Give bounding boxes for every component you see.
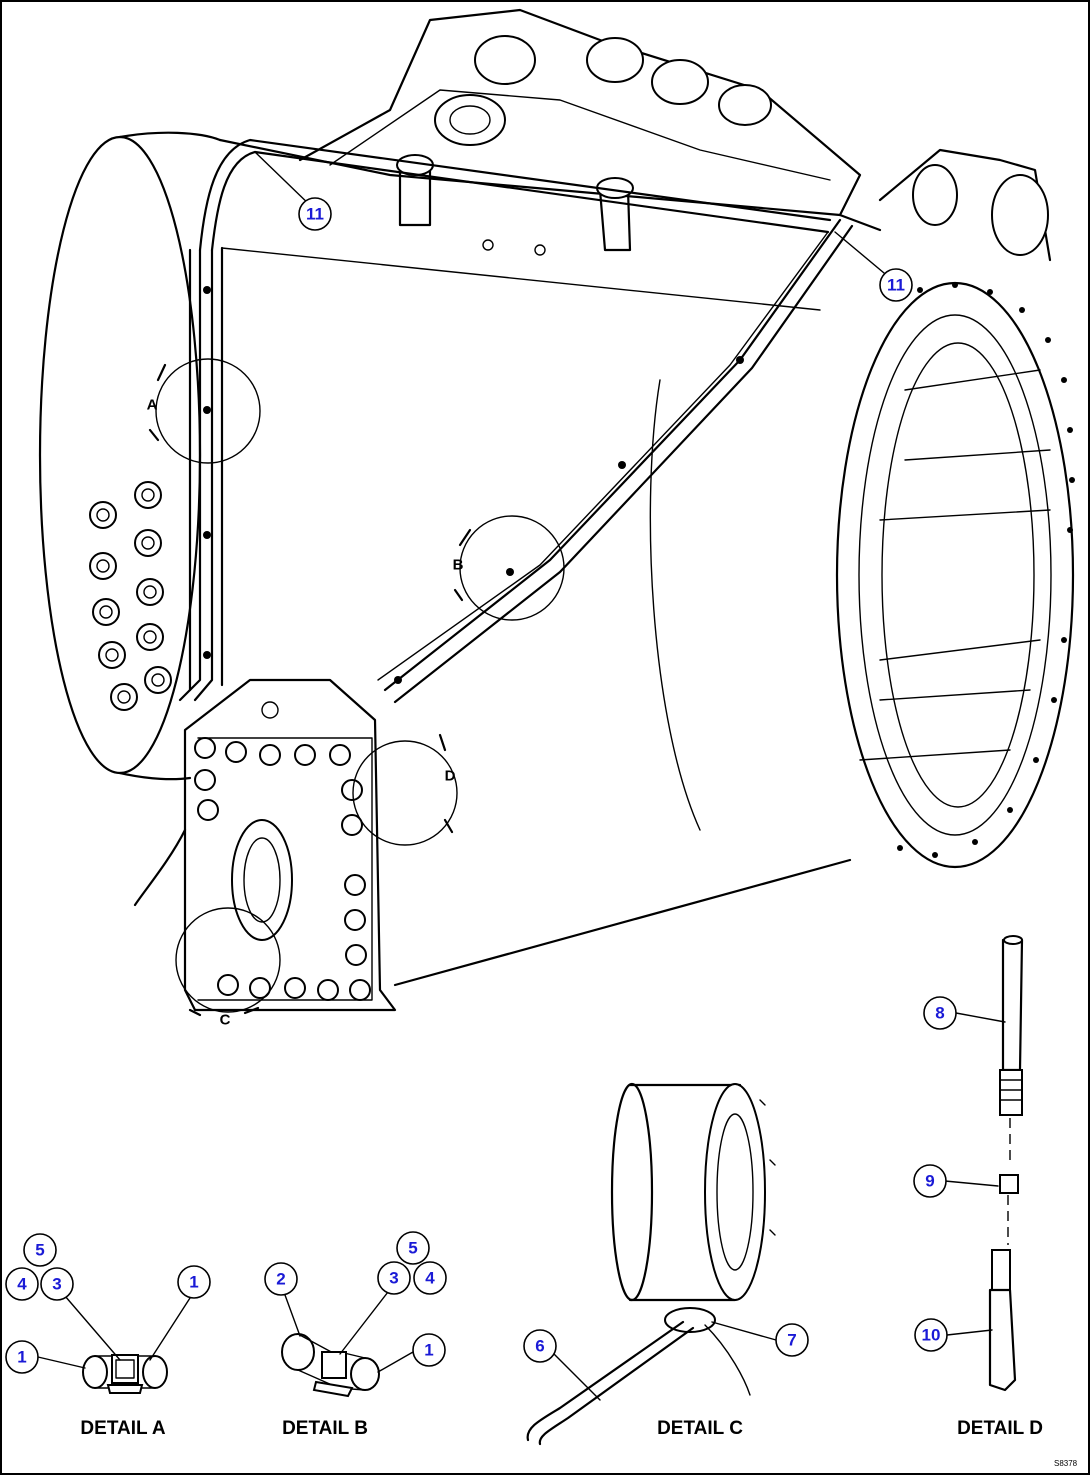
- callout-3-detail-b: 3: [339, 1261, 411, 1355]
- rim-bolt-holes: [897, 282, 1075, 858]
- callout-2-detail-b: 2: [264, 1262, 301, 1337]
- detail-marker-c: C: [175, 907, 281, 1029]
- callout-7: 7: [711, 1321, 809, 1357]
- callout-1-detail-a-left: 1: [5, 1340, 86, 1374]
- svg-text:1: 1: [424, 1341, 433, 1360]
- callout-8: 8: [923, 996, 1006, 1030]
- main-housing: [38, 8, 1075, 987]
- detail-marker-c-label: C: [220, 1012, 231, 1029]
- svg-text:4: 4: [425, 1269, 435, 1288]
- detail-d-drawing: [988, 935, 1024, 1392]
- figure-reference: S8378: [1054, 1459, 1078, 1468]
- svg-text:6: 6: [535, 1337, 544, 1356]
- detail-marker-b: B: [453, 515, 565, 621]
- svg-text:1: 1: [17, 1348, 26, 1367]
- detail-d-caption: DETAIL D: [957, 1418, 1043, 1439]
- detail-marker-d-label: D: [445, 768, 456, 785]
- callout-5-detail-a: 5: [23, 1233, 57, 1267]
- detail-c-drawing: [526, 1082, 776, 1446]
- svg-text:4: 4: [17, 1275, 27, 1294]
- svg-text:7: 7: [787, 1331, 796, 1350]
- detail-b-drawing: [281, 1333, 380, 1398]
- callout-1-detail-b: 1: [377, 1333, 446, 1373]
- detail-marker-a-label: A: [147, 397, 158, 414]
- left-cylinder-end: [38, 135, 202, 775]
- callout-9: 9: [913, 1164, 999, 1198]
- svg-text:5: 5: [35, 1241, 44, 1260]
- callout-10: 10: [914, 1318, 993, 1352]
- callout-4-detail-a: 4: [5, 1267, 39, 1301]
- detail-marker-b-label: B: [453, 557, 464, 574]
- detail-marker-a: A: [147, 358, 261, 464]
- hydraulic-lines: [133, 138, 854, 907]
- callout-11-left: 11: [254, 151, 332, 231]
- detail-a-caption: DETAIL A: [80, 1418, 165, 1439]
- lower-mount-plate: [183, 678, 397, 1012]
- svg-text:3: 3: [389, 1269, 398, 1288]
- svg-text:8: 8: [935, 1004, 944, 1023]
- svg-text:5: 5: [408, 1239, 417, 1258]
- callout-6: 6: [523, 1329, 601, 1401]
- callout-1-detail-a-right: 1: [149, 1265, 211, 1361]
- svg-text:10: 10: [922, 1326, 941, 1345]
- callout-4-detail-b: 4: [413, 1261, 447, 1295]
- callout-3-detail-a: 3: [40, 1267, 121, 1361]
- svg-text:11: 11: [306, 205, 324, 224]
- svg-text:9: 9: [925, 1172, 934, 1191]
- callout-11-right: 11: [834, 231, 913, 302]
- detail-marker-d: D: [352, 733, 458, 846]
- top-bracket: [298, 8, 862, 217]
- svg-text:3: 3: [52, 1275, 61, 1294]
- svg-text:1: 1: [189, 1273, 198, 1292]
- svg-text:11: 11: [887, 276, 905, 295]
- detail-a-drawing: [82, 1354, 168, 1394]
- svg-text:2: 2: [276, 1270, 285, 1289]
- detail-c-caption: DETAIL C: [657, 1418, 743, 1439]
- nut-cluster: [89, 481, 172, 711]
- callout-5-detail-b: 5: [396, 1231, 430, 1265]
- detail-b-caption: DETAIL B: [282, 1418, 368, 1439]
